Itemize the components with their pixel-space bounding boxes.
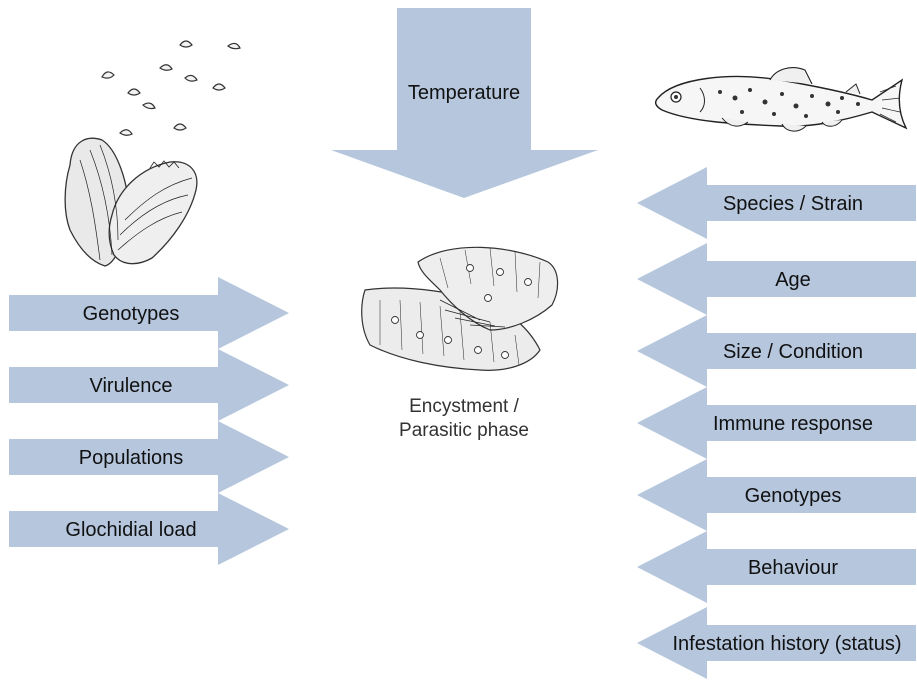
right-factor-arrow-6: Behaviour	[637, 531, 916, 603]
right-factor-label: Immune response	[713, 413, 873, 435]
left-factor-label: Genotypes	[83, 303, 180, 325]
right-factor-label: Infestation history (status)	[673, 633, 902, 655]
temperature-arrow: Temperature	[331, 8, 598, 198]
mussel-shell-icon	[65, 138, 197, 266]
right-factor-label: Behaviour	[748, 557, 838, 579]
left-factor-arrow-2: Virulence	[9, 349, 289, 421]
temperature-label: Temperature	[408, 82, 520, 104]
encystment-caption-line1: Encystment /	[409, 396, 520, 417]
right-factor-arrow-3: Size / Condition	[637, 315, 916, 387]
gill-filament-icon	[362, 247, 558, 370]
right-factor-label: Genotypes	[745, 485, 842, 507]
right-factor-label: Species / Strain	[723, 193, 863, 215]
right-factor-arrow-1: Species / Strain	[637, 167, 916, 239]
right-factor-arrow-4: Immune response	[637, 387, 916, 459]
right-factor-arrow-2: Age	[637, 243, 916, 315]
glochidia-larvae-icon	[102, 41, 240, 135]
left-factor-arrow-1: Genotypes	[9, 277, 289, 349]
right-factor-label: Size / Condition	[723, 341, 863, 363]
right-factor-arrow-5: Genotypes	[637, 459, 916, 531]
right-factor-arrow-7: Infestation history (status)	[637, 607, 916, 679]
left-factor-label: Virulence	[89, 375, 172, 397]
trout-fish-icon	[656, 68, 906, 131]
right-factor-label: Age	[775, 269, 811, 291]
encystment-caption-line2: Parasitic phase	[399, 420, 529, 441]
left-factor-arrow-4: Glochidial load	[9, 493, 289, 565]
left-factor-label: Populations	[79, 447, 184, 469]
left-factor-label: Glochidial load	[65, 519, 196, 541]
left-factor-arrow-3: Populations	[9, 421, 289, 493]
